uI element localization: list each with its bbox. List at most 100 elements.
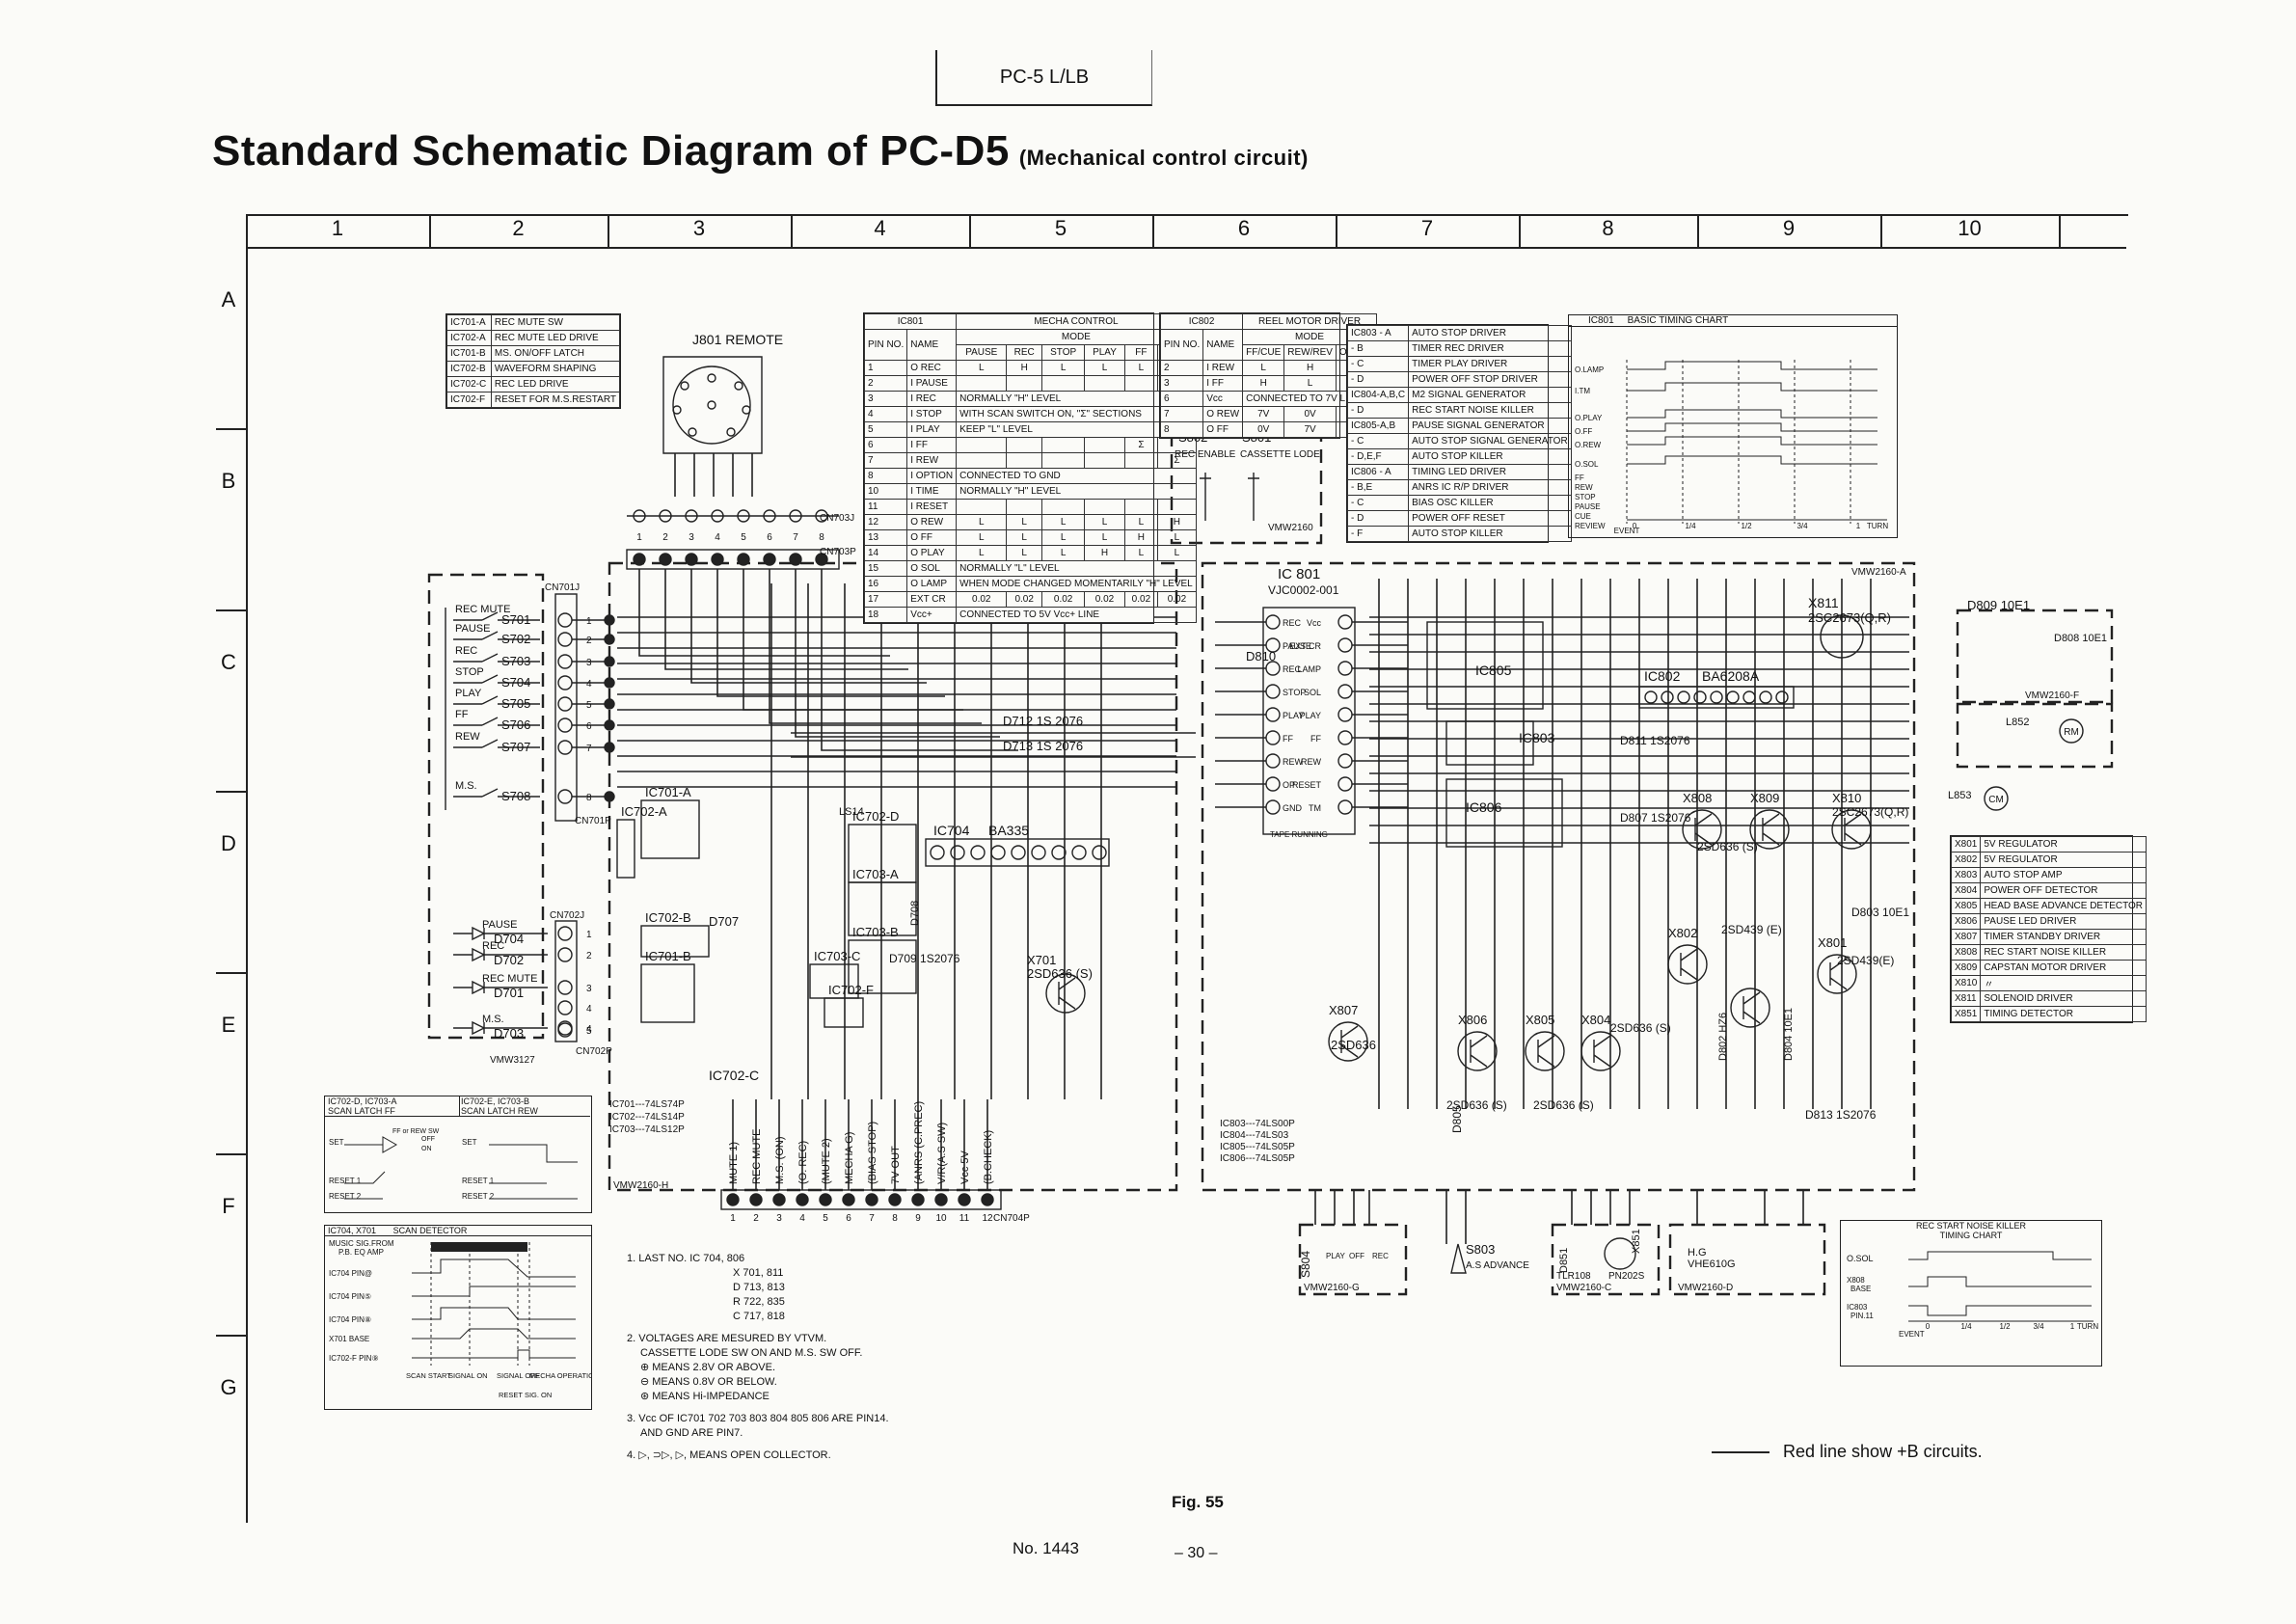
ic806-block (1445, 778, 1563, 848)
table-cell: REC MUTE LED DRIVE (490, 330, 621, 346)
timing-signal-node (1614, 494, 1620, 500)
cn701-pin-number: 6 (586, 721, 592, 732)
switch-contact (481, 653, 499, 663)
bus-wire (716, 569, 945, 697)
table-cell: IC701-B (446, 345, 492, 362)
ic801-pin-left (1265, 730, 1281, 745)
table-cell: X810 (1950, 975, 1982, 991)
remote-pin (726, 427, 736, 437)
table-cell: L (1006, 545, 1042, 561)
x807-part: 2SD636 (1331, 1038, 1376, 1052)
ic701a-block-label: IC701-A (645, 785, 691, 799)
bus-wire (821, 569, 1018, 751)
vmw2160-a-label: VMW2160-A (1851, 567, 1906, 578)
x806-label: X806 (1458, 1013, 1487, 1027)
cn704p-signal: V/R(A.S SW) (936, 1123, 948, 1184)
ic801-pin-left (1265, 707, 1281, 722)
d709-label: D709 1S2076 (889, 952, 960, 965)
x803-symbol (1730, 988, 1770, 1028)
ic803-label: IC803 (1519, 730, 1555, 745)
cn704p-pin (819, 1193, 832, 1206)
cn703j-pin (737, 509, 750, 523)
rec-axis-label: 1/4 (1960, 1322, 1972, 1331)
timing-signal-node (1614, 366, 1620, 372)
table-cell: 0.02 (1040, 591, 1086, 608)
rec-signal-name: BASE (1850, 1285, 1871, 1293)
table-cell: L (1040, 514, 1086, 530)
table-cell: X851 (1950, 1006, 1982, 1022)
cn701j-housing (554, 593, 578, 822)
table-cell: REC START NOISE KILLER (1408, 402, 1572, 419)
row-tick (216, 428, 247, 430)
switch-contact (481, 695, 499, 705)
timing-axis-label: 3/4 (1796, 522, 1808, 530)
cn703j-pin-number: 6 (767, 532, 772, 543)
board-vmw2160-d-outline (1668, 1223, 1826, 1296)
timing-signal-node (1614, 503, 1620, 509)
table-cell: WAVEFORM SHAPING (490, 361, 621, 377)
ic801-pin-right (1337, 614, 1353, 630)
table-cell: Vcc (1202, 391, 1244, 407)
timing-axis-label: 1 (1856, 522, 1861, 530)
cn704p-pin-number: 9 (915, 1213, 921, 1224)
timing-axis-label: EVENT (1614, 527, 1640, 535)
x701-label: X701 (1027, 953, 1056, 967)
l852-label: L852 (2006, 717, 2029, 728)
x801-leads (1829, 958, 1848, 990)
ic801-pin-left (1265, 776, 1281, 792)
table-cell: 3 (1159, 375, 1204, 392)
column-tick (1697, 214, 1699, 249)
bus-wire (769, 569, 982, 724)
cn704p-pin-number: 5 (823, 1213, 828, 1224)
cn702-pin (557, 926, 573, 941)
column-tick (969, 214, 971, 249)
timing-axis-label: TURN (1867, 522, 1888, 530)
wiring (617, 453, 1909, 1244)
vhe-label: VHE610G (1688, 1259, 1736, 1270)
table-cell: STOP (1040, 344, 1086, 361)
ic801-pin-name: PLAY (1300, 711, 1321, 720)
ic801-pin-name: TM (1309, 803, 1321, 813)
x851-label: X851 (1631, 1229, 1642, 1254)
table-cell: 0.02 (1157, 591, 1197, 608)
table-cell: - F (1346, 526, 1410, 542)
remote-plug-outline (662, 356, 763, 454)
ic802-pin (1710, 690, 1723, 704)
table-cell: X811 (1950, 990, 1982, 1007)
table-cell: Σ (1123, 437, 1159, 453)
x802-label: X802 (1668, 926, 1697, 940)
cn703j-pin (633, 509, 646, 523)
latch-symbol (344, 1136, 398, 1200)
table-cell: 17 (863, 591, 908, 608)
note-line: 4. ▷, ⊃▷, ▷, MEANS OPEN COLLECTOR. (627, 1449, 831, 1461)
vmw2160-label: VMW2160 (1268, 523, 1313, 533)
cn704p-signal: (ANRS (C.PREC) (913, 1101, 925, 1184)
d807-label: D807 1S2076 (1620, 811, 1691, 825)
timing-waveform (1627, 361, 1877, 370)
x804-label: X804 (1581, 1013, 1610, 1027)
cn703j-pin-number: 5 (741, 532, 746, 543)
remote-plug-body (672, 365, 751, 445)
table-cell: 7V (1242, 406, 1285, 422)
table-cell: AUTO STOP DRIVER (1408, 325, 1572, 341)
table-cell: 4 (863, 406, 908, 422)
cn702-pin-number: 2 (586, 951, 592, 961)
ruler-line (246, 247, 2126, 249)
table-cell: TIMER STANDBY DRIVER (1980, 929, 2147, 945)
timing-signal-name: PAUSE (1575, 502, 1601, 511)
table-row: X810〃 (1950, 975, 2147, 991)
key-ref: S702 (501, 632, 530, 646)
timing-signal-node (1614, 474, 1620, 480)
table-cell: - D (1346, 402, 1410, 419)
table-cell: IC702-B (446, 361, 492, 377)
cn703j-label: CN703J (820, 513, 854, 524)
scan-row-label: X701 BASE (329, 1335, 369, 1343)
table-cell (1123, 452, 1159, 469)
ic801-pin-name: FF (1283, 734, 1293, 744)
column-label-1: 1 (331, 216, 344, 240)
